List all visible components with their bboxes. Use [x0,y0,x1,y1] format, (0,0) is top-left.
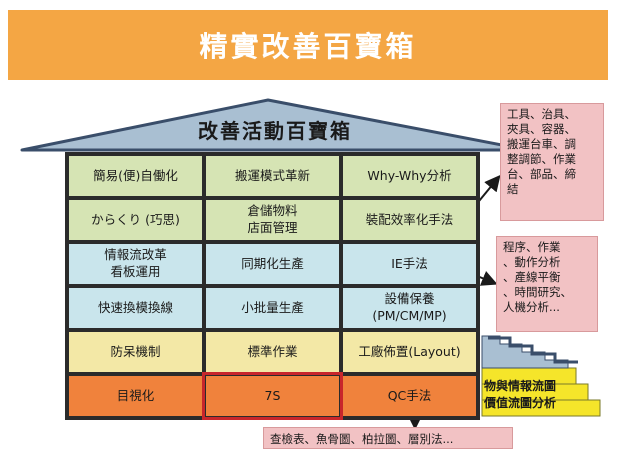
grid-cell: 7S [202,372,343,420]
grid-cell: 工廠佈置(Layout) [343,332,476,372]
grid-cell: 裝配效率化手法 [343,200,476,240]
grid-cell: 防呆機制 [69,332,202,372]
stairs-label: 物與情報流圖 價值流圖分析 [484,379,557,410]
grid-cell: 同期化生產 [206,244,339,284]
banner-title: 精實改善百寶箱 [199,30,417,63]
note-ie-methods: 程序、作業 、動作分析 、產線平衡 、時間研究、 人機分析... [496,236,598,332]
grid-cell: 目視化 [69,376,202,416]
stairs [481,335,601,417]
grid-cell: 快速換模換線 [69,288,202,328]
grid-cell: QC手法 [343,376,476,416]
grid-cell: 標準作業 [206,332,339,372]
note-tools: 工具、治具、 夾具、容器、 搬運台車、調 整調節、作業 台、部品、締 結 [500,103,604,221]
title-banner: 精實改善百寶箱 [8,10,608,80]
note-qc-tools: 查檢表、魚骨圖、柏拉圖、層別法... [263,427,513,449]
roof [20,98,530,152]
grid-cell: 倉儲物料 店面管理 [206,200,339,240]
grid-cell: 小批量生產 [206,288,339,328]
roof-title: 改善活動百寶箱 [198,119,352,143]
grid-cell: 情報流改革 看板運用 [69,244,202,284]
grid-cell: Why-Why分析 [343,156,476,196]
grid-cell: 設備保養 (PM/CM/MP) [343,288,476,328]
grid-cell: からくり (巧思) [69,200,202,240]
grid-cell: 簡易(便)自働化 [69,156,202,196]
grid-cell: 搬運模式革新 [206,156,339,196]
grid-cell: IE手法 [343,244,476,284]
